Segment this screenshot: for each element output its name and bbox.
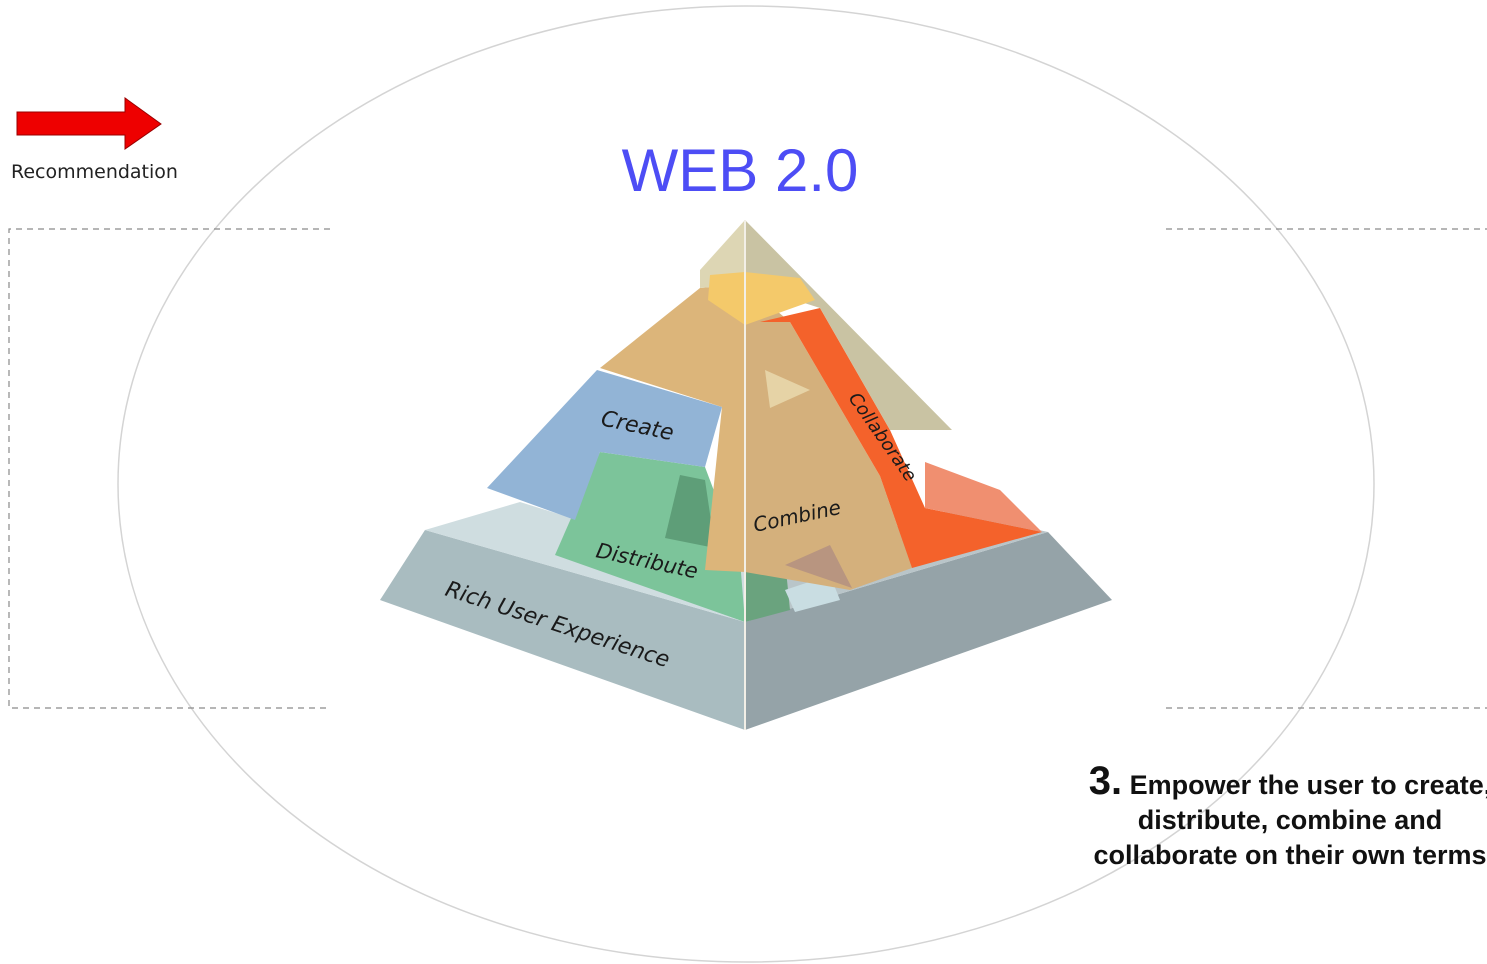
- pyramid-top-left: [700, 220, 745, 288]
- distribute-dark-inset: [665, 475, 715, 548]
- combine-brown-inset: [785, 545, 852, 588]
- caption-body: Empower the user to create, distribute, …: [1093, 770, 1487, 870]
- combine-right-face: [745, 284, 912, 590]
- right-dashed-frame: [1166, 228, 1487, 709]
- recommendation-label: Recommendation: [11, 161, 178, 183]
- left-dashed-frame: [8, 228, 330, 709]
- recommendation-arrow-icon[interactable]: [16, 97, 162, 150]
- caption-text: 3. Empower the user to create, distribut…: [1080, 761, 1487, 873]
- combine-left-column: [600, 284, 745, 572]
- caption-number: 3.: [1088, 759, 1123, 803]
- collaborate-side: [925, 462, 1042, 532]
- pyramid-top-yellow: [708, 272, 815, 325]
- background-ellipse: [117, 5, 1375, 963]
- collaborate-strip: [760, 308, 1042, 568]
- rich-ux-left-face: [380, 530, 745, 730]
- rich-ux-right-face: [745, 532, 1112, 730]
- web20-pyramid: Create Distribute Combine Collaborate Ri…: [380, 220, 1112, 730]
- create-block: [487, 370, 722, 520]
- slide-title: WEB 2.0: [621, 137, 859, 204]
- pyramid-top-right: [745, 220, 952, 430]
- combine-light-inset: [765, 370, 810, 408]
